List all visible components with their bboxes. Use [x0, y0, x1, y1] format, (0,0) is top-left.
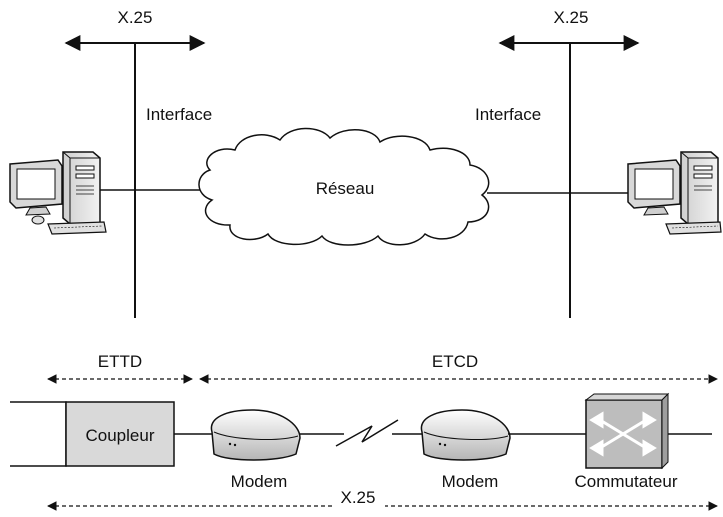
modem-icon — [420, 409, 511, 461]
coupler-label: Coupleur — [86, 426, 155, 445]
switch-icon — [584, 392, 670, 470]
bottom-x25-label: X.25 — [341, 488, 376, 507]
etcd-label: ETCD — [432, 352, 478, 371]
ettd-label: ETTD — [98, 352, 142, 371]
right-x25-label: X.25 — [554, 8, 589, 27]
lightning-link — [335, 419, 399, 447]
computer-icon — [9, 151, 107, 235]
modem-left-label: Modem — [231, 472, 288, 491]
switch-label: Commutateur — [575, 472, 678, 491]
cloud-icon — [198, 127, 490, 246]
network-label: Réseau — [316, 179, 375, 198]
computer-icon — [627, 151, 722, 235]
terminal-box — [10, 401, 67, 467]
left-x25-label: X.25 — [118, 8, 153, 27]
right-interface-label: Interface — [475, 105, 541, 124]
modem-right-label: Modem — [442, 472, 499, 491]
left-interface-label: Interface — [146, 105, 212, 124]
modem-icon — [210, 409, 301, 461]
